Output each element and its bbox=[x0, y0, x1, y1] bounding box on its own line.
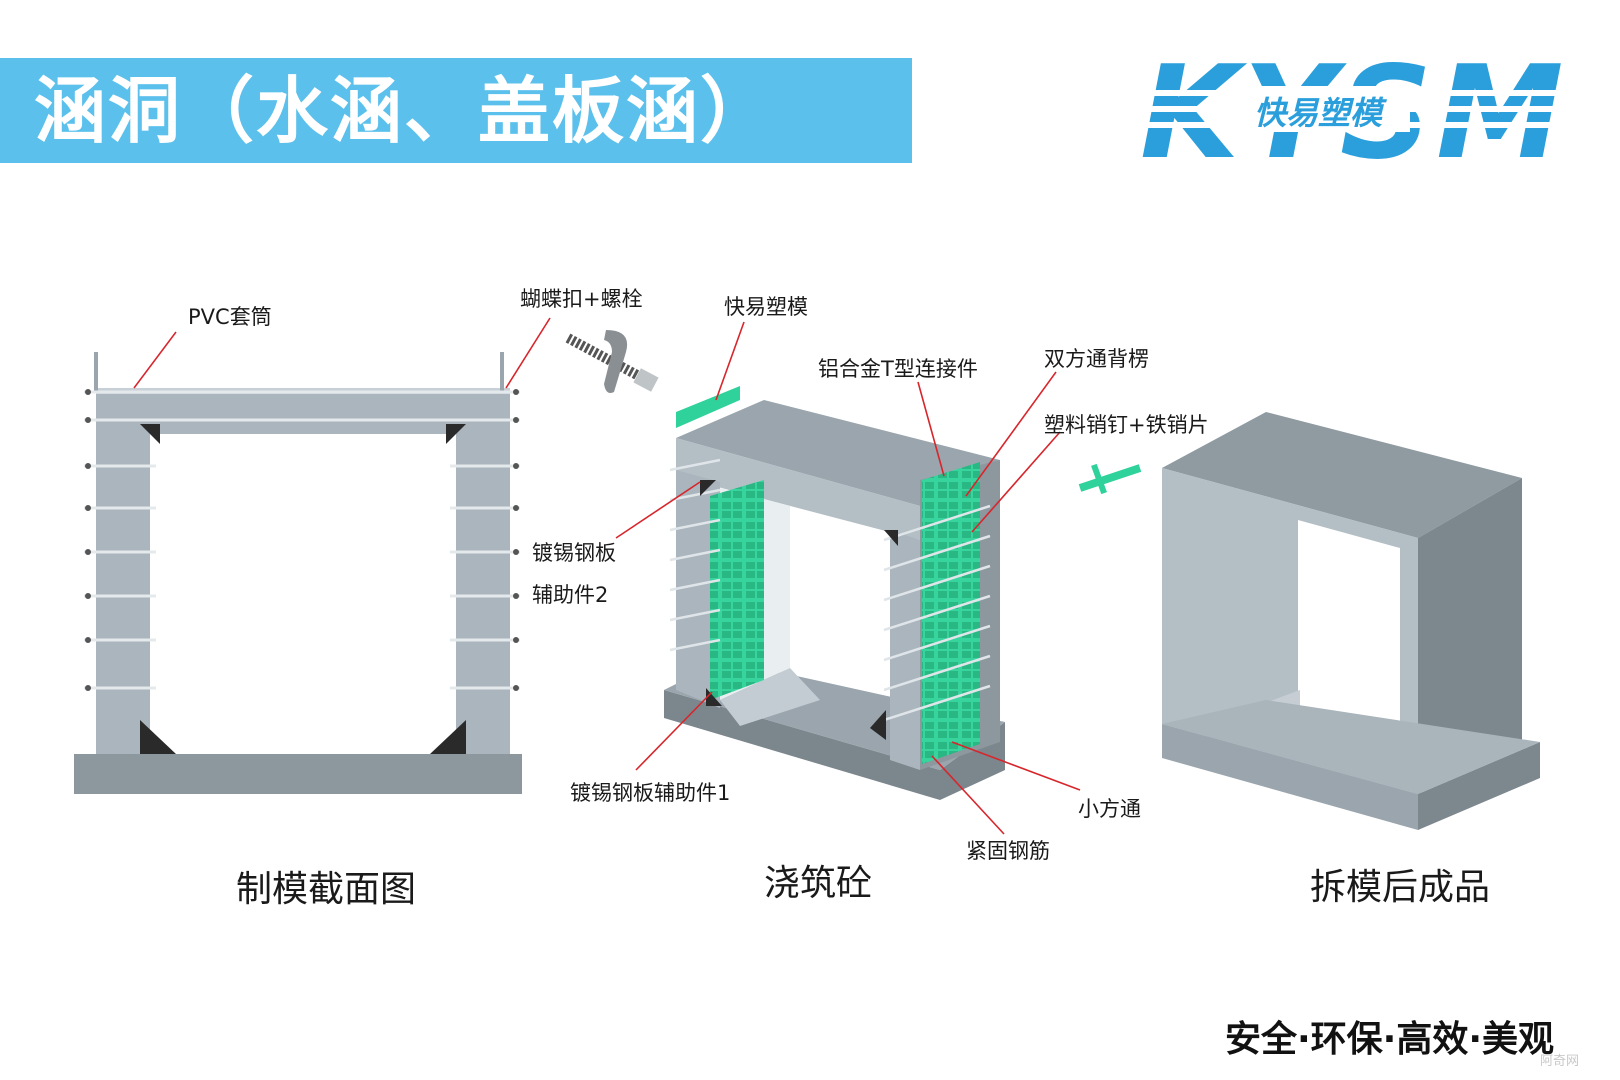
slogan: 安全·环保·高效·美观 bbox=[1225, 1019, 1555, 1060]
label-pvc-sleeve: PVC套筒 bbox=[188, 305, 272, 329]
label-kyxm-mold: 快易塑模 bbox=[724, 295, 808, 319]
section-drawing bbox=[74, 352, 522, 794]
label-plastic-pin: 塑料销钉+铁销片 bbox=[1044, 413, 1209, 437]
butterfly-bolt-illustration bbox=[565, 330, 659, 393]
label-tin-plate-aux2-line1: 镀锡钢板 bbox=[532, 541, 616, 565]
pouring-model bbox=[664, 386, 1005, 800]
caption-section: 制模截面图 bbox=[236, 869, 417, 910]
label-small-square-tube: 小方通 bbox=[1078, 797, 1141, 821]
label-fastening-rebar: 紧固钢筋 bbox=[966, 839, 1050, 863]
caption-finished: 拆模后成品 bbox=[1310, 867, 1491, 908]
caption-pouring: 浇筑砼 bbox=[764, 863, 873, 904]
label-tin-plate-aux1: 镀锡钢板辅助件1 bbox=[570, 781, 731, 805]
leader-lines bbox=[133, 317, 1081, 835]
plastic-pin-illustration bbox=[1078, 463, 1142, 495]
kysm-logo: KYSM 快易塑模 bbox=[1140, 52, 1580, 172]
finished-culvert bbox=[1162, 412, 1540, 830]
watermark: 阿奇网 bbox=[1540, 1054, 1580, 1069]
title-banner: 涵洞（水涵、盖板涵） bbox=[0, 58, 912, 163]
label-double-square-tube: 双方通背楞 bbox=[1044, 347, 1149, 371]
logo-chinese: 快易塑模 bbox=[1254, 94, 1387, 132]
label-al-t-connector: 铝合金T型连接件 bbox=[818, 357, 978, 381]
label-tin-plate-aux2-line2: 辅助件2 bbox=[532, 583, 609, 607]
label-butterfly-bolt: 蝴蝶扣+螺栓 bbox=[520, 287, 643, 311]
page-title: 涵洞（水涵、盖板涵） bbox=[34, 69, 775, 153]
